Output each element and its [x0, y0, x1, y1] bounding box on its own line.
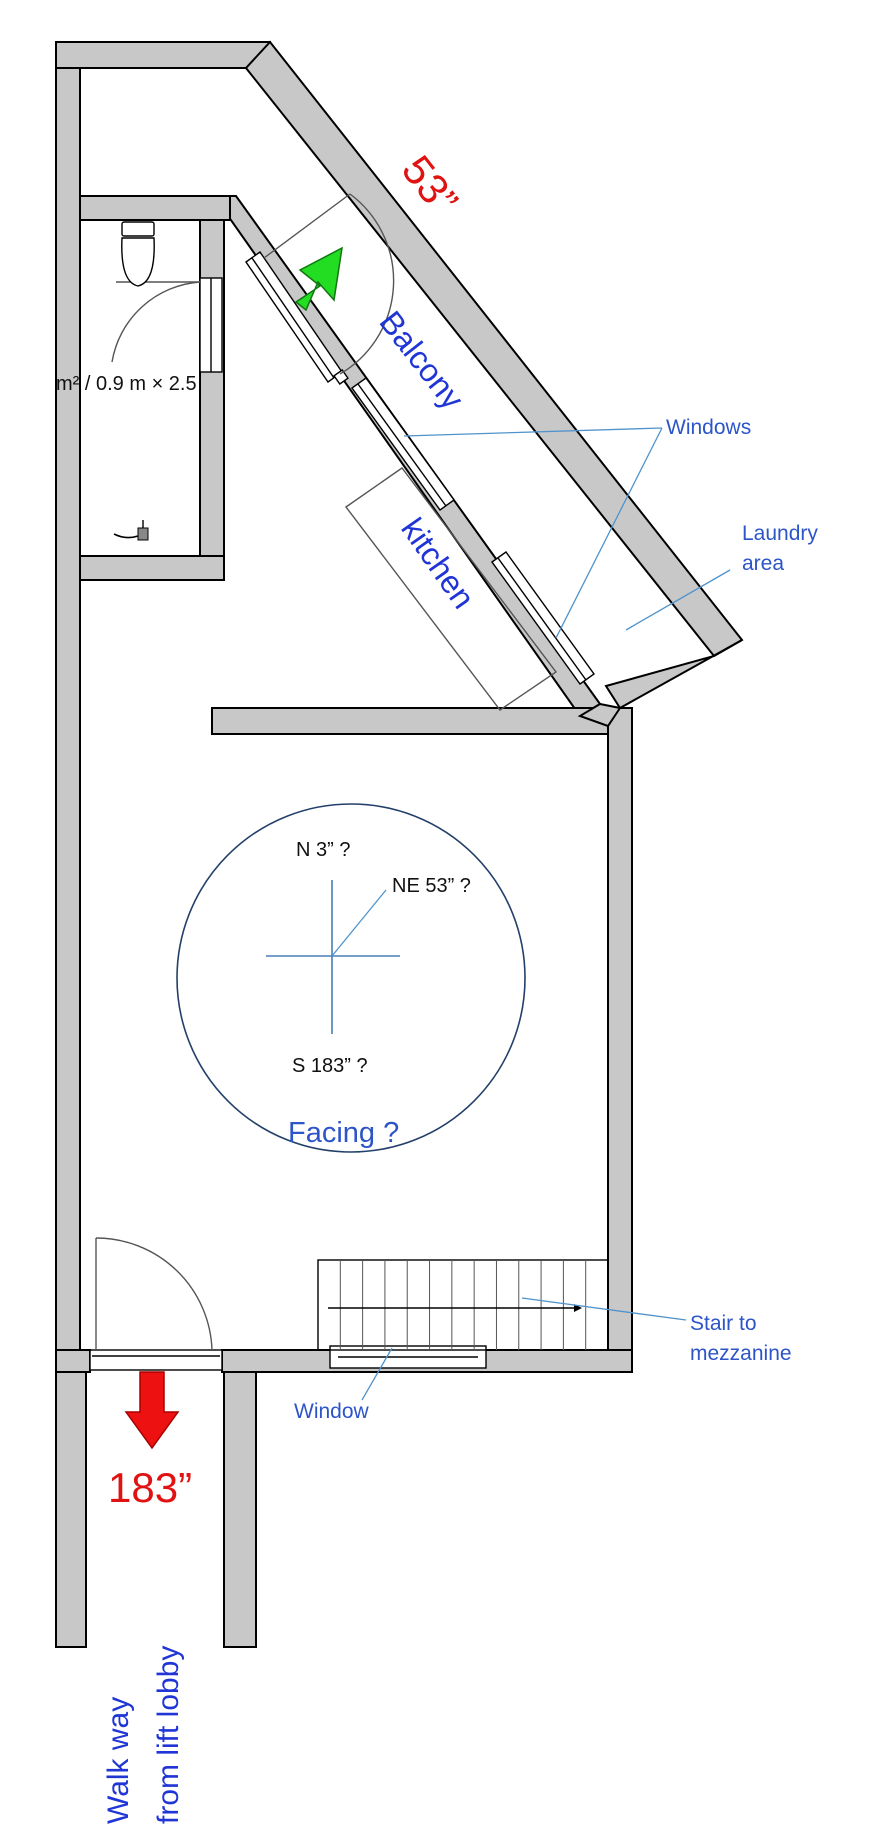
kitchen-counter	[345, 467, 558, 711]
compass-south-label: S 183” ?	[292, 1055, 368, 1077]
entry-door-frame	[89, 1349, 223, 1371]
staircase	[317, 1259, 609, 1351]
balcony-door-swing	[263, 193, 395, 375]
laundry-label-line2: area	[742, 552, 784, 575]
facing-label: Facing ?	[288, 1117, 399, 1149]
walkway-wall-right	[223, 1371, 257, 1648]
wall-bath-bottom	[79, 555, 225, 581]
compass-northeast-label: NE 53” ?	[392, 875, 471, 897]
wall-bath-top	[79, 195, 231, 221]
wall-outer-top	[55, 41, 271, 69]
wall-right-join	[577, 702, 622, 728]
windows-label: Windows	[666, 416, 751, 439]
wall-bottom-left	[55, 1349, 91, 1373]
bottom-window	[329, 1345, 487, 1369]
wall-bath-right	[199, 219, 225, 581]
walkway-label-line2: from lift lobby	[152, 1646, 185, 1824]
compass	[176, 803, 526, 1153]
walkway-label-line1: Walk way	[102, 1697, 135, 1824]
balcony-windows	[245, 251, 595, 685]
wall-outer-left	[55, 41, 81, 1373]
compass-north-label: N 3” ?	[296, 839, 350, 861]
bathroom-door-swing	[111, 281, 201, 363]
arrow-down-icon	[124, 1371, 180, 1450]
stair-label-line2: mezzanine	[690, 1342, 792, 1365]
toilet-icon	[121, 221, 155, 287]
walkway-wall-left	[55, 1371, 87, 1648]
shower-head-icon	[113, 520, 149, 541]
stair-treads	[339, 1260, 587, 1350]
entry-door-swing	[95, 1237, 213, 1351]
stair-label-line1: Stair to	[690, 1312, 757, 1335]
window-label: Window	[294, 1400, 370, 1423]
wall-laundry-end	[604, 639, 743, 710]
wall-right	[607, 707, 633, 1373]
wall-living-top	[211, 707, 609, 735]
bathroom-window	[199, 277, 223, 373]
bathroom-area-label: m² / 0.9 m × 2.5	[56, 373, 197, 395]
leader-lines	[361, 427, 731, 1401]
laundry-label-line1: Laundry	[742, 522, 818, 545]
entry-bearing-label: 183”	[108, 1464, 192, 1511]
arrow-up-right-icon	[294, 246, 343, 312]
